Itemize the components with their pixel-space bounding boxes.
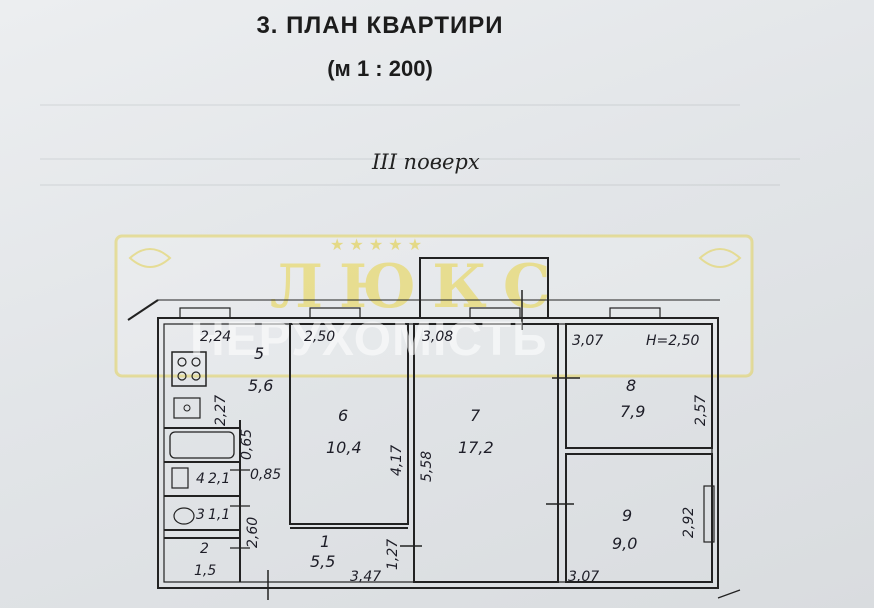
room-8-number: 8 [626, 376, 637, 395]
floor-label: III поверх [372, 150, 480, 174]
dim-passage: 0,85 [250, 467, 282, 483]
scale-label: (м 1 : 200) [327, 56, 433, 81]
dim-room5-height: 2,27 [213, 394, 229, 426]
document-title: 3. ПЛАН КВАРТИРИ [256, 12, 504, 39]
dim-top-room7: 3,08 [422, 329, 454, 345]
dim-hall-width: 3,47 [350, 569, 382, 585]
show-through-line [40, 96, 740, 106]
room-7-area: 17,2 [458, 438, 494, 457]
dim-room9-height: 2,92 [681, 506, 697, 538]
dim-niche: 0,65 [239, 428, 255, 460]
room-8-area: 7,9 [620, 402, 646, 421]
ceiling-height: H=2,50 [646, 333, 700, 349]
dim-bottom-right: 3,07 [568, 569, 600, 585]
room-6-number: 6 [338, 406, 349, 425]
room-3-area: 1,1 [208, 507, 231, 523]
dim-top-kitchen: 2,24 [200, 329, 232, 345]
room-1-number: 1 [320, 532, 331, 551]
dim-hall-height: 2,60 [245, 516, 261, 548]
dim-room7-height: 5,58 [419, 450, 435, 482]
room-7-number: 7 [470, 406, 481, 425]
room-9-area: 9,0 [612, 534, 638, 553]
dim-top-room8: 3,07 [572, 333, 604, 349]
room-4-number: 4 [196, 471, 205, 487]
room-5-number: 5 [254, 344, 265, 363]
room-1-area: 5,5 [310, 552, 336, 571]
room-5-area: 5,6 [248, 376, 274, 395]
room-3-number: 3 [196, 507, 205, 523]
room-6-area: 10,4 [326, 438, 362, 457]
dim-hall-door: 1,27 [385, 538, 401, 570]
room-2-number: 2 [200, 541, 209, 557]
svg-text:★ ★ ★ ★ ★: ★ ★ ★ ★ ★ [330, 235, 422, 254]
dim-room6-height: 4,17 [389, 444, 405, 476]
room-9-number: 9 [622, 506, 633, 525]
watermark-subtitle: НЕРУХОМІСТЬ [190, 313, 548, 366]
show-through-line [40, 150, 800, 160]
dim-room8-height: 2,57 [693, 394, 709, 426]
room-2-area: 1,5 [194, 563, 217, 579]
room-4-area: 2,1 [208, 471, 231, 487]
dim-top-room6: 2,50 [304, 329, 336, 345]
show-through-line [40, 176, 780, 186]
watermark-brand: ЛЮКС [270, 252, 567, 322]
